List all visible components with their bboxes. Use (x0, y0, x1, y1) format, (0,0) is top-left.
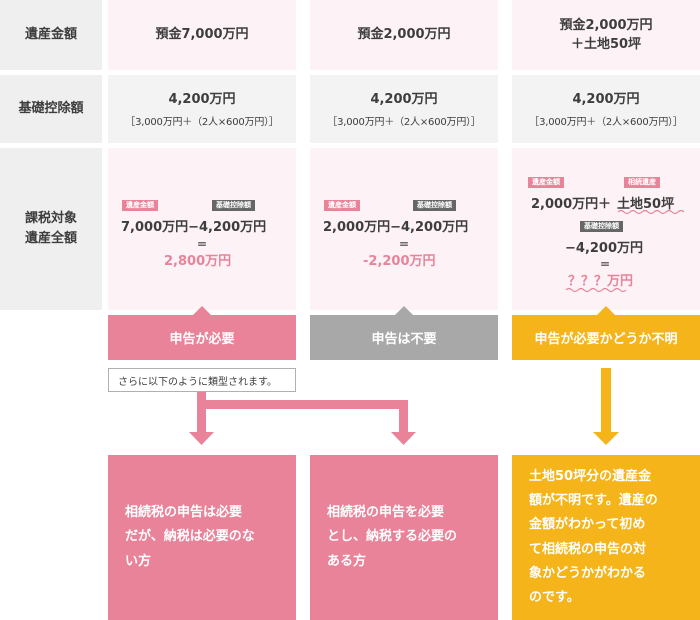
deduction-cell-1: 4,200万円 ［3,000万円＋（2人×600万円）］ (108, 75, 296, 143)
box-left-line-3: い方 (125, 553, 152, 569)
equals-sign-3: ＝ (600, 260, 610, 271)
down-arrow-icon (593, 368, 619, 445)
banner-2-text: 申告は不要 (371, 332, 437, 347)
box-tax-payment-required: 相続税の申告を必要 とし、納税する必要の ある方 (310, 455, 498, 620)
formula-1: 7,000万円−4,200万円 (121, 220, 267, 235)
tag-inherited-3: 相続遺産 (624, 177, 660, 188)
banner-filing-unknown: 申告が必要かどうか不明 (512, 315, 700, 360)
deduction-detail-3: ［3,000万円＋（2人×600万円）］ (529, 116, 683, 128)
deduction-value-2: 4,200万円 (370, 92, 438, 108)
formula-2: 2,000万円−4,200万円 (323, 220, 469, 235)
box-right-line-5: 象かどうかがわかる (529, 565, 647, 581)
equals-sign-2: ＝ (399, 240, 409, 251)
box-right-line-2: 額が不明です。遺産の (529, 493, 658, 509)
box-middle-line-2: とし、納税する必要の (327, 529, 458, 545)
tag-estate-2: 遺産金額 (324, 200, 360, 211)
formula-3-minus: −4,200万円 (565, 241, 644, 256)
deduction-cell-2: 4,200万円 ［3,000万円＋（2人×600万円）］ (310, 75, 498, 143)
taxable-cell-2 (310, 148, 498, 310)
note-text: さらに以下のように類型されます。 (118, 376, 277, 388)
deduction-detail-2: ［3,000万円＋（2人×600万円）］ (327, 116, 481, 128)
estate-value-3-line1: 預金2,000万円 (559, 17, 653, 33)
split-arrow-icon (189, 392, 416, 445)
estate-value-1: 預金7,000万円 (155, 27, 249, 43)
banner-filing-required: 申告が必要 (108, 315, 296, 360)
box-no-tax-payment: 相続税の申告は必要 だが、納税は必要のな い方 (108, 455, 296, 620)
result-3: ？？？万円 (568, 274, 634, 289)
banner-3-text: 申告が必要かどうか不明 (534, 332, 678, 347)
deduction-cell-3: 4,200万円 ［3,000万円＋（2人×600万円）］ (512, 75, 700, 143)
taxable-label-line1: 課税対象 (24, 210, 77, 226)
box-left-line-2: だが、納税は必要のな (125, 529, 255, 545)
result-2: -2,200万円 (363, 254, 436, 269)
tag-deduction-1: 基礎控除額 (212, 200, 255, 211)
box-middle-line-1: 相続税の申告を必要 (327, 505, 445, 521)
estate-cell-3: 預金2,000万円 ＋土地50坪 (512, 0, 700, 70)
equals-sign-1: ＝ (197, 240, 207, 251)
row-label-deduction: 基礎控除額 (0, 75, 102, 143)
classification-note: さらに以下のように類型されます。 (108, 368, 296, 392)
box-left-line-1: 相続税の申告は必要 (125, 505, 243, 521)
box-right-line-3: 金額がわかって初め (529, 517, 646, 533)
row-label-taxable: 課税対象 遺産全額 (0, 148, 102, 310)
banner-filing-not-required: 申告は不要 (310, 315, 498, 360)
result-1: 2,800万円 (164, 254, 232, 269)
tag-deduction-2: 基礎控除額 (413, 200, 456, 211)
formula-3-plus: ＋ (598, 197, 612, 212)
estate-value-2: 預金2,000万円 (357, 27, 451, 43)
estate-value-3-line2: ＋土地50坪 (570, 37, 642, 52)
box-amount-unknown: 土地50坪分の遺産金 額が不明です。遺産の 金額がわかって初め て相続税の申告の… (512, 455, 700, 620)
box-right-line-6: のです。 (529, 589, 580, 605)
formula-3-b: 土地50坪 (617, 197, 675, 212)
estate-label: 遺産金額 (24, 26, 77, 42)
tag-deduction-3: 基礎控除額 (580, 221, 623, 232)
banner-1-text: 申告が必要 (169, 332, 235, 347)
row-label-estate: 遺産金額 (0, 0, 102, 70)
taxable-label-line2: 遺産全額 (24, 231, 77, 246)
tag-estate-3: 遺産金額 (528, 177, 564, 188)
tag-estate-1: 遺産金額 (122, 200, 158, 211)
deduction-value-3: 4,200万円 (572, 92, 640, 108)
estate-cell-2: 預金2,000万円 (310, 0, 498, 70)
estate-cell-1: 預金7,000万円 (108, 0, 296, 70)
deduction-value-1: 4,200万円 (168, 92, 236, 108)
deduction-detail-1: ［3,000万円＋（2人×600万円）］ (125, 116, 279, 128)
box-right-line-4: て相続税の申告の対 (529, 541, 647, 557)
deduction-label: 基礎控除額 (18, 100, 84, 116)
box-middle-line-3: ある方 (327, 553, 367, 569)
taxable-cell-1 (108, 148, 296, 310)
box-right-line-1: 土地50坪分の遺産金 (529, 469, 652, 485)
formula-3-a: 2,000万円 (531, 197, 599, 212)
